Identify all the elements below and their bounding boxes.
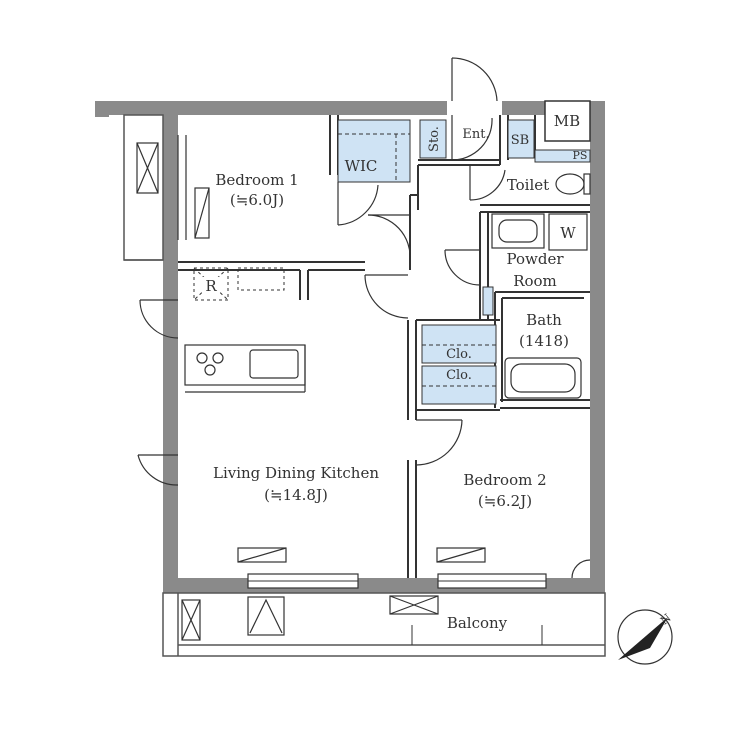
storage-rails bbox=[338, 133, 496, 387]
bath-size: (1418) bbox=[519, 332, 569, 350]
washer-label: W bbox=[560, 224, 576, 242]
refrigerator-icon bbox=[193, 267, 285, 301]
shoe-box bbox=[507, 119, 535, 159]
ldk-name: Living Dining Kitchen bbox=[213, 464, 379, 482]
doors bbox=[137, 57, 591, 579]
powder-room-line2: Room bbox=[513, 272, 557, 290]
bedroom1-size: (≒6.0J) bbox=[230, 191, 284, 209]
bathtub-icon bbox=[504, 357, 582, 399]
storage-closet bbox=[419, 119, 447, 159]
bedroom1-window bbox=[177, 135, 210, 240]
refrigerator-label: R bbox=[205, 277, 217, 295]
meter-box-label: MB bbox=[554, 112, 580, 130]
washer-icon bbox=[548, 213, 588, 251]
stove-icon bbox=[196, 352, 224, 376]
ldk-size: (≒14.8J) bbox=[264, 486, 328, 504]
shoe-box-label: SB bbox=[511, 133, 529, 148]
wic-label: WIC bbox=[345, 157, 378, 175]
compass-icon bbox=[617, 609, 673, 665]
washbasin-icon bbox=[491, 213, 545, 249]
storage-label: Sto. bbox=[427, 126, 442, 152]
balcony-outline bbox=[162, 592, 606, 657]
bedroom1-bay bbox=[123, 114, 164, 261]
balcony-label: Balcony bbox=[447, 614, 508, 632]
closet1-storage bbox=[421, 324, 497, 364]
powder-fixture bbox=[482, 286, 494, 316]
pipe-space-label: PS bbox=[573, 149, 588, 162]
air-conditioner-balcony-icon bbox=[181, 595, 439, 641]
closet1-label: Clo. bbox=[446, 347, 472, 362]
powder-room-line1: Powder bbox=[506, 250, 564, 268]
kitchen-counter bbox=[184, 344, 306, 393]
room-labels: Bedroom 1 (≒6.0J) Living Dining Kitchen … bbox=[205, 112, 674, 632]
bedroom2-size: (≒6.2J) bbox=[478, 492, 532, 510]
meter-box bbox=[544, 100, 591, 142]
toilet-label: Toilet bbox=[507, 176, 549, 194]
wic-storage bbox=[337, 119, 411, 183]
storage-fills bbox=[337, 119, 591, 405]
closet2-label: Clo. bbox=[446, 368, 472, 383]
balcony-markers bbox=[411, 625, 543, 645]
entrance-label: Ent. bbox=[462, 127, 489, 142]
air-conditioner-left-icon bbox=[136, 142, 159, 194]
closet2-storage bbox=[421, 365, 497, 405]
ps-storage bbox=[534, 149, 591, 163]
bath-name: Bath bbox=[526, 311, 562, 329]
toilet-icon bbox=[555, 173, 591, 195]
floor-vents bbox=[237, 547, 486, 563]
bedroom1-name: Bedroom 1 bbox=[215, 171, 298, 189]
bedroom2-name: Bedroom 2 bbox=[463, 471, 546, 489]
